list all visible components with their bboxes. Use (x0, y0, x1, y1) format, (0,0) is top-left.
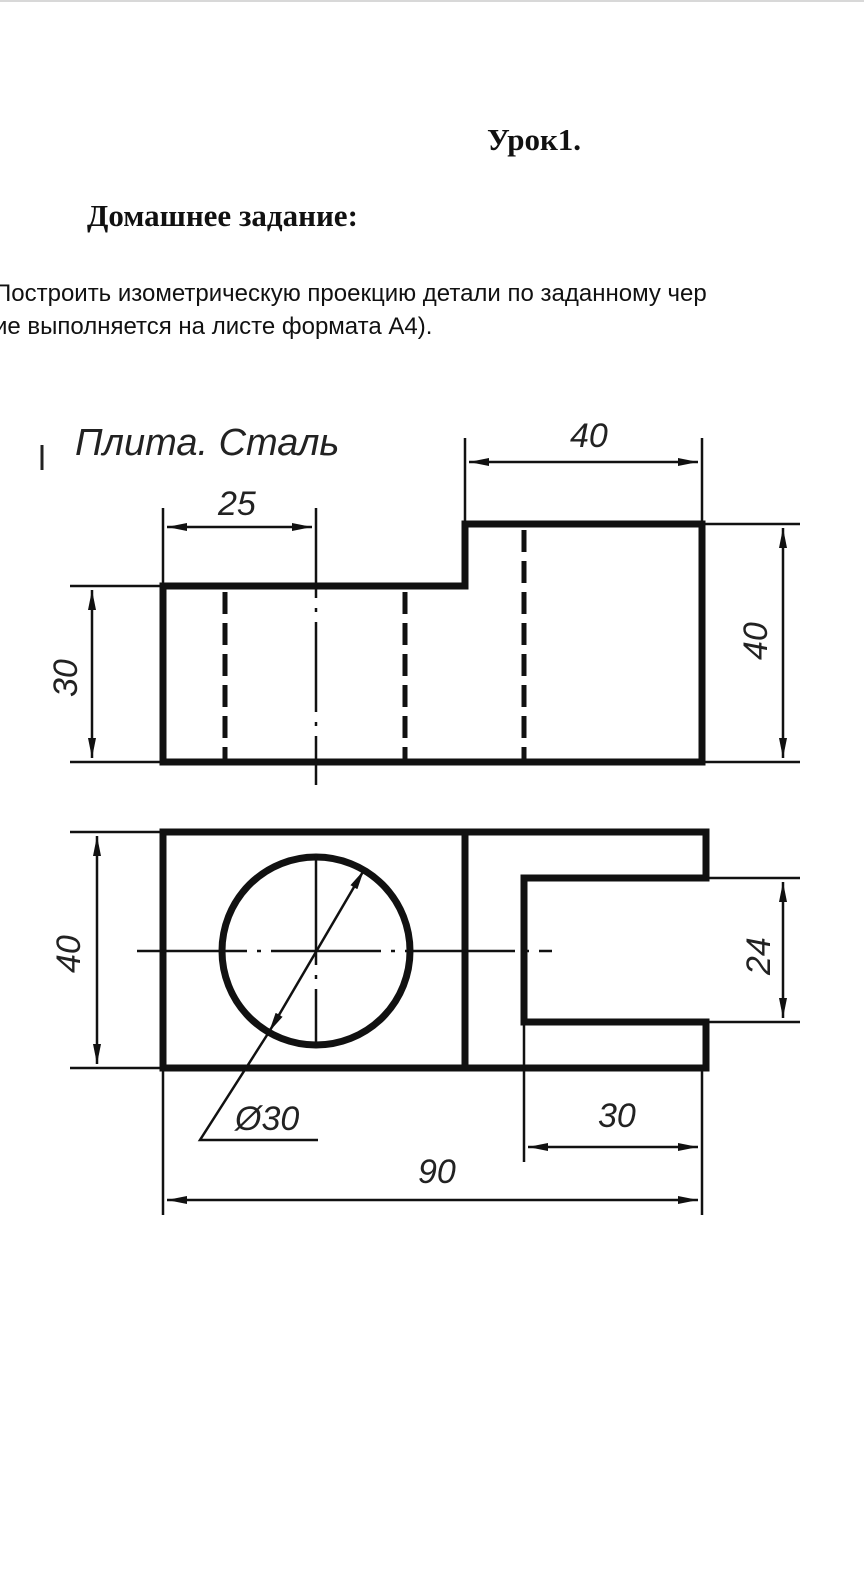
lesson-title: Урок1. (487, 122, 582, 157)
dim-30-slot: 30 (598, 1097, 636, 1135)
hidden-lines (222, 530, 527, 760)
task-line-1: Построить изометрическую проекцию детали… (0, 280, 707, 307)
top-view (70, 828, 800, 1215)
dim-90: 90 (418, 1153, 456, 1191)
front-view (70, 438, 800, 785)
section-heading: Домашнее задание: (87, 198, 358, 233)
dim-24: 24 (740, 937, 778, 976)
page-top-border (0, 0, 864, 2)
task-line-2: ие выполняется на листе формата А4). (0, 313, 433, 340)
dim-40-upper: 40 (570, 417, 608, 455)
dim-40-depth: 40 (50, 935, 88, 973)
drawing-title: Плита. Сталь (75, 422, 339, 464)
centerlines (137, 855, 552, 1045)
dim-30-height: 30 (47, 659, 85, 697)
dim-diameter-30: Ø30 (234, 1100, 299, 1138)
dim-25: 25 (217, 485, 256, 523)
dim-40-height: 40 (737, 622, 775, 660)
